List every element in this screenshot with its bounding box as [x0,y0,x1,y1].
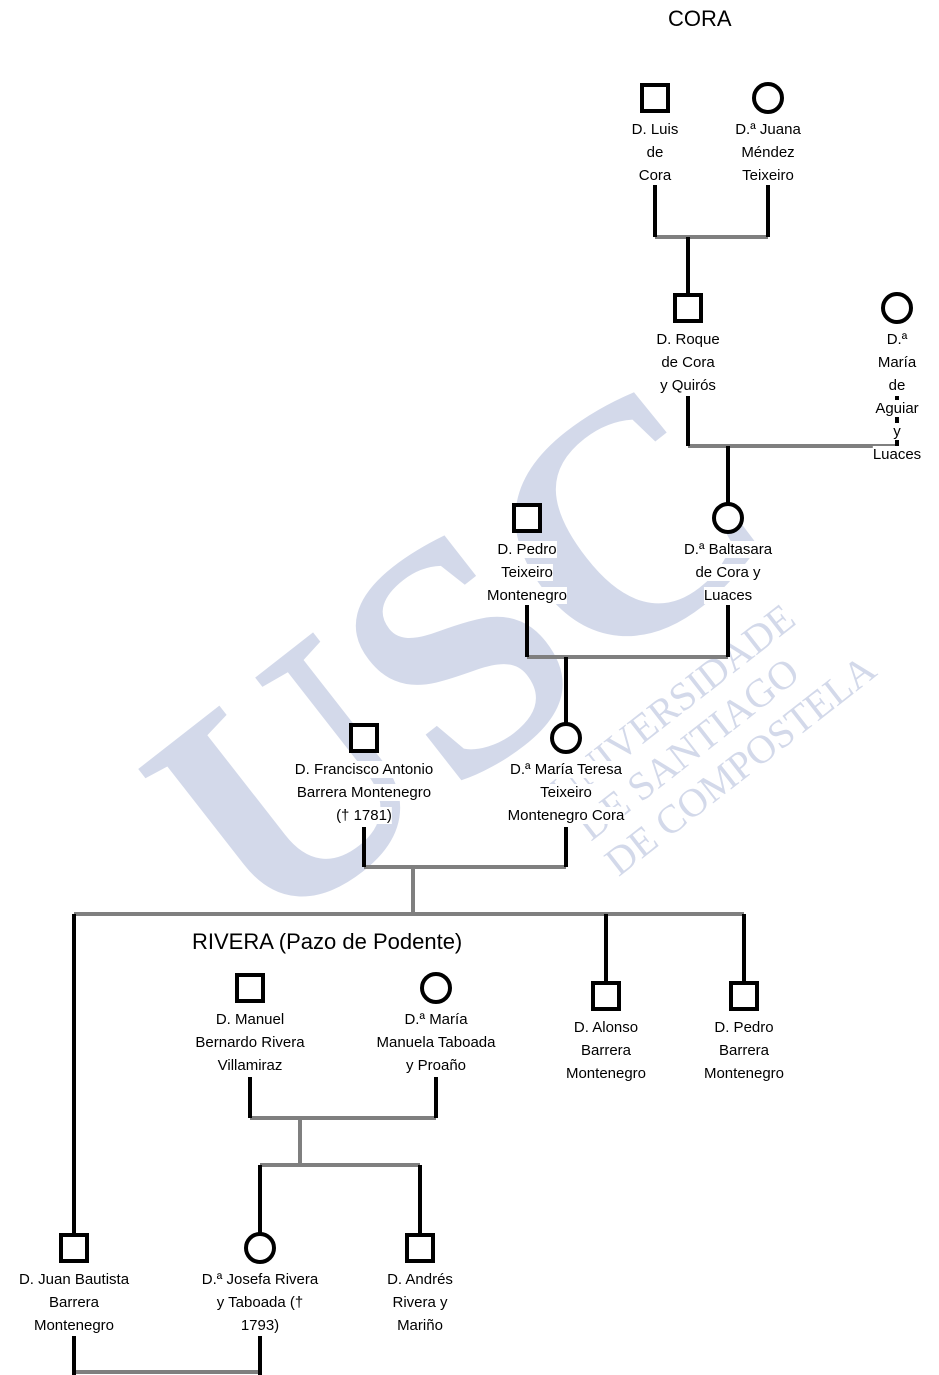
male-square-symbol [729,981,759,1011]
female-circle-symbol [881,292,913,324]
female-circle-symbol [712,502,744,534]
female-circle-symbol [752,82,784,114]
male-square-symbol [512,503,542,533]
male-square-symbol [640,83,670,113]
heading-cora: CORA [668,6,732,31]
male-square-symbol [405,1233,435,1263]
female-circle-symbol [420,972,452,1004]
female-circle-symbol [550,722,582,754]
heading-rivera: RIVERA (Pazo de Podente) [192,929,463,954]
male-square-symbol [591,981,621,1011]
male-square-symbol [673,293,703,323]
male-square-symbol [235,973,265,1003]
female-circle-symbol [244,1232,276,1264]
male-square-symbol [59,1233,89,1263]
male-square-symbol [349,723,379,753]
